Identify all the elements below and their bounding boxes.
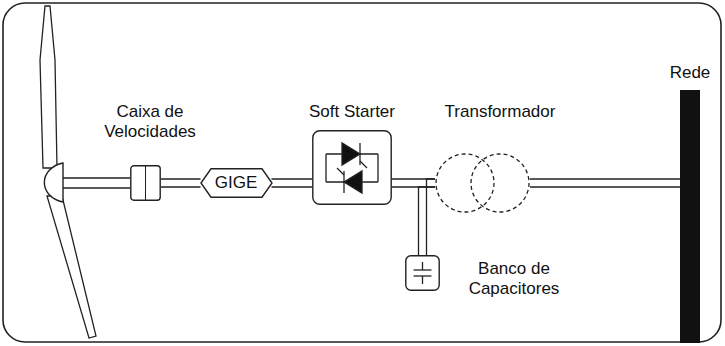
capacitor-symbol — [414, 262, 432, 284]
transformer-shape — [435, 153, 530, 213]
shape-part — [414, 269, 432, 270]
winding-circle — [436, 154, 494, 212]
hub — [44, 163, 63, 202]
wire-line — [272, 178, 313, 179]
shape-part — [422, 276, 423, 284]
node-label: Soft Starter — [292, 102, 412, 122]
wire-line — [161, 178, 201, 179]
generator-hexagon: GIGE — [201, 168, 272, 198]
blade — [40, 6, 57, 168]
gearbox-body — [131, 166, 160, 200]
soft-starter-shape — [312, 130, 392, 205]
shape-part — [342, 143, 360, 165]
busbar — [680, 90, 700, 343]
shape-part — [337, 168, 344, 175]
wire-line — [161, 186, 201, 187]
shaft — [63, 177, 130, 178]
shape-part — [422, 262, 423, 270]
shape-part — [360, 161, 367, 168]
power-wire — [392, 179, 435, 187]
winding-circle — [471, 154, 529, 212]
blade — [47, 196, 96, 338]
wire-line — [427, 179, 436, 255]
power-wire — [161, 179, 201, 187]
node-label: Caixa de Velocidades — [94, 102, 206, 141]
wire — [325, 154, 326, 182]
hexagon-outline — [201, 169, 272, 197]
starter-box — [313, 131, 391, 204]
gearbox: Caixa de Velocidades — [130, 165, 161, 201]
wire-line — [530, 178, 680, 179]
grid-bar-shape — [680, 90, 700, 343]
gearbox-shape — [130, 165, 161, 201]
power-wire — [419, 179, 436, 255]
wire-line — [272, 186, 313, 187]
capacitor-box — [406, 256, 439, 290]
soft-starter: Soft Starter — [312, 130, 392, 205]
wire — [377, 154, 378, 182]
thyristor-symbol — [326, 143, 378, 193]
shape-part — [145, 166, 146, 200]
capacitor-bank: Banco de Capacitores — [405, 255, 440, 291]
node-label: Rede — [655, 63, 725, 83]
node-label: Transformador — [425, 102, 575, 122]
power-wire — [530, 179, 680, 187]
node-label: GIGE — [215, 173, 258, 193]
shaft — [63, 187, 130, 188]
capacitor-bank-shape — [405, 255, 440, 291]
grid-bar: Rede — [680, 90, 700, 343]
shape-part — [344, 171, 362, 193]
wire-line — [530, 186, 680, 187]
transformer: Transformador — [435, 153, 530, 213]
power-wire — [272, 179, 313, 187]
node-label: Banco de Capacitores — [456, 259, 572, 298]
frame — [3, 3, 721, 342]
